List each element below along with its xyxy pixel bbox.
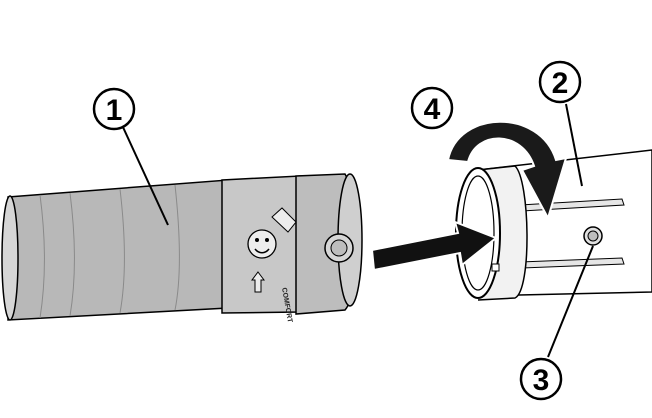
leader-lines	[121, 103, 594, 358]
tube-marker	[491, 263, 500, 272]
comfort-symbol	[247, 207, 297, 259]
callout-1: 1	[92, 87, 136, 131]
leader-line-2	[565, 103, 583, 187]
callout-3-label: 3	[533, 364, 550, 397]
nozzle-opening	[1, 195, 19, 321]
insert-arrow-symbol	[251, 271, 265, 293]
nozzle-segment-lines	[39, 184, 180, 319]
insert-direction-arrow	[370, 220, 498, 272]
rotation-arrow	[446, 120, 568, 221]
callout-1-label: 1	[106, 94, 123, 127]
nozzle: COMFORT	[1, 173, 363, 324]
nozzle-release-button-inner	[330, 239, 348, 257]
callout-4-label: 4	[424, 93, 441, 126]
callout-2-label: 2	[552, 67, 569, 100]
tube	[455, 149, 652, 301]
leader-line-3	[547, 245, 594, 358]
leader-line-1	[121, 124, 169, 226]
callout-3: 3	[519, 357, 563, 401]
callout-4: 4	[410, 86, 454, 130]
lock-button-inner	[587, 230, 599, 242]
callout-2: 2	[538, 60, 582, 104]
